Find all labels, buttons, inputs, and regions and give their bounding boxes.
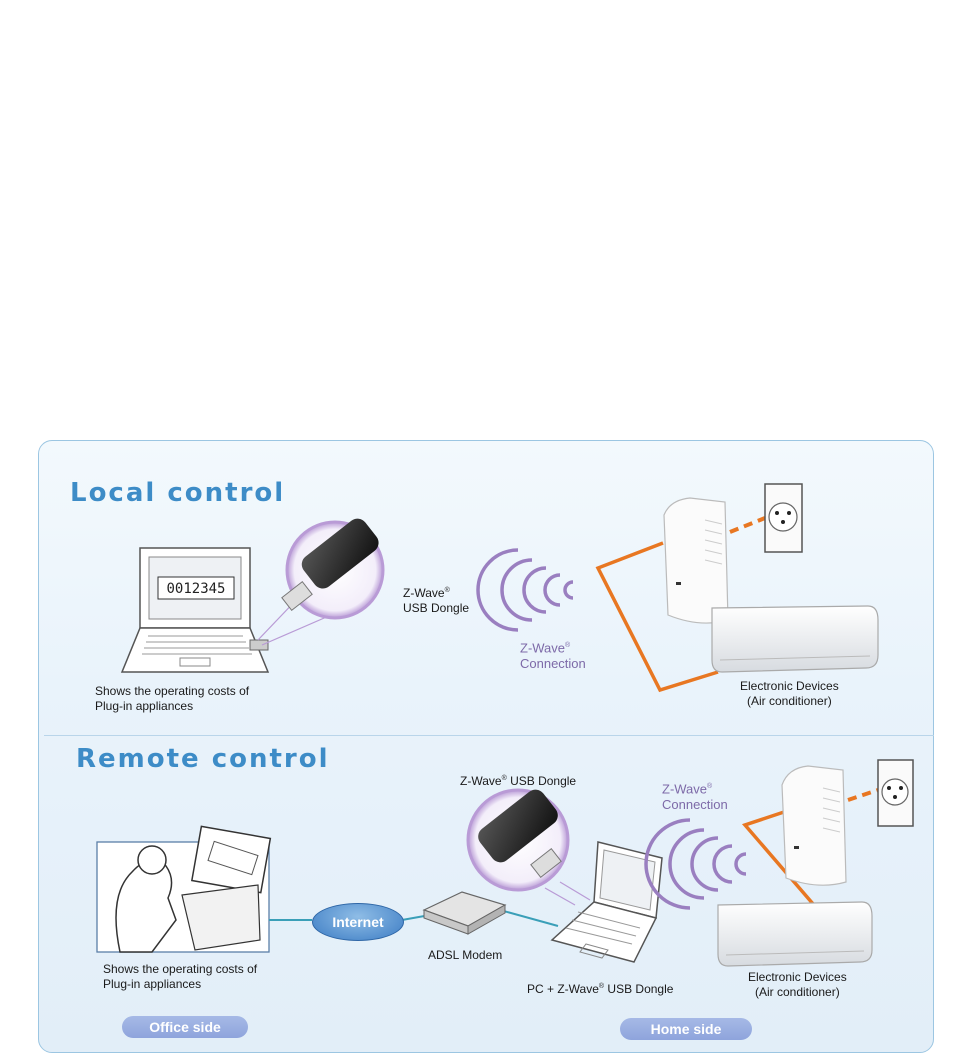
remote-dongle-label: Z-Wave® USB Dongle (460, 774, 577, 788)
home-side-badge: Home side (620, 1018, 752, 1040)
remote-costs-label: Shows the operating costs of Plug-in app… (103, 962, 258, 991)
remote-air-conditioner (717, 901, 873, 967)
remote-plug-line (847, 788, 879, 802)
pc-dongle-label: PC + Z-Wave® USB Dongle (527, 982, 674, 996)
office-side-badge: Office side (122, 1016, 248, 1038)
local-connection-label: Z-Wave® Connection (520, 640, 586, 672)
local-wave-icon (476, 548, 574, 632)
local-power-line (595, 541, 719, 693)
local-laptop-display: 0012345 (166, 581, 226, 597)
remote-wall-socket (877, 759, 914, 827)
modem-label: ADSL Modem (428, 948, 503, 962)
local-air-conditioner (711, 605, 879, 673)
local-laptop (120, 547, 270, 673)
office-user-illustration (96, 825, 272, 953)
local-plug-line (729, 516, 766, 534)
local-plug-module (663, 497, 729, 624)
adsl-modem-icon (422, 891, 507, 935)
local-wall-socket (764, 483, 803, 553)
modem-pc-link (499, 909, 559, 927)
local-control-heading: Local control (70, 478, 286, 508)
remote-callout-lines (544, 881, 591, 906)
local-dongle-label: Z-Wave® USB Dongle (403, 586, 470, 615)
section-divider (44, 735, 934, 736)
remote-connection-label: Z-Wave® Connection (662, 781, 728, 813)
remote-control-heading: Remote control (76, 744, 330, 774)
internet-cloud: Internet (312, 903, 404, 941)
local-dongle-icon (281, 518, 385, 620)
local-costs-label: Shows the operating costs of Plug-in app… (95, 684, 250, 713)
remote-wave-icon (644, 818, 747, 910)
remote-plug-module (781, 765, 847, 886)
remote-dongle-icon (466, 788, 570, 892)
remote-devices-label: Electronic Devices (Air conditioner) (748, 970, 847, 999)
local-devices-label: Electronic Devices (Air conditioner) (740, 679, 839, 708)
